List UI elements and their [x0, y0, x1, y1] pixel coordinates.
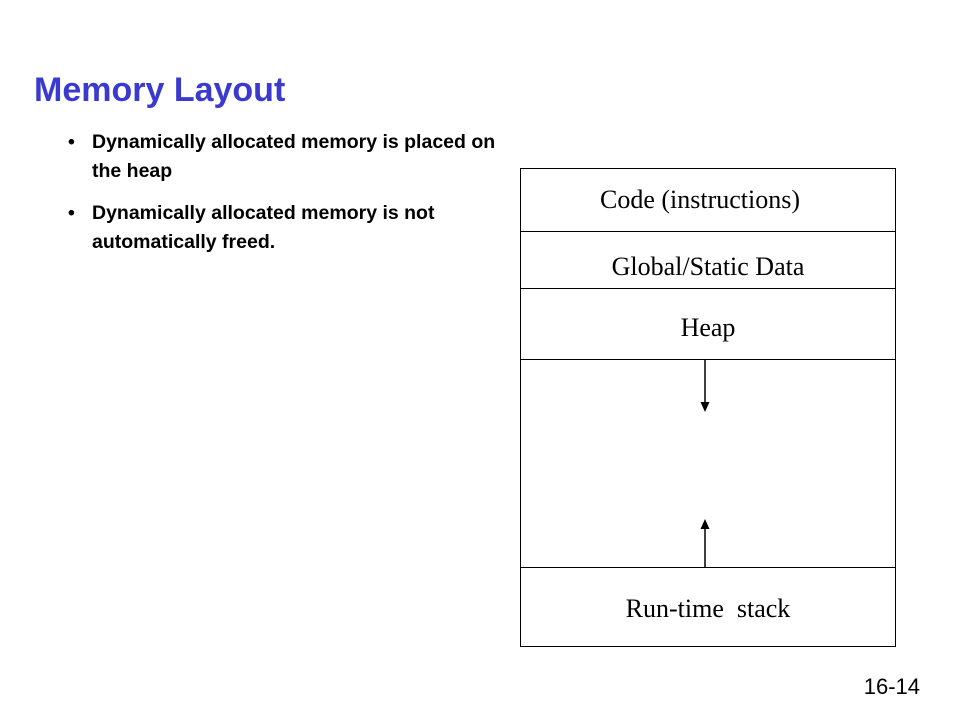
bullet-item: • Dynamically allocated memory is placed… — [68, 128, 498, 186]
heap-segment-label: Heap — [680, 313, 736, 342]
memory-layout-diagram: Code (instructions) Global/Static Data H… — [520, 168, 896, 647]
bullet-list: • Dynamically allocated memory is placed… — [68, 128, 498, 270]
bullet-text: Dynamically allocated memory is not auto… — [92, 202, 435, 253]
bullet-icon: • — [68, 131, 75, 153]
global-static-segment-label: Global/Static Data — [611, 252, 805, 281]
bullet-icon: • — [68, 202, 75, 224]
free-space-segment — [521, 360, 895, 568]
bullet-text: Dynamically allocated memory is placed o… — [92, 131, 496, 182]
bullet-item: • Dynamically allocated memory is not au… — [68, 199, 498, 257]
slide-title: Memory Layout — [34, 71, 286, 109]
runtime-stack-segment-label: Run-time stack — [625, 594, 791, 623]
heap-segment: Heap — [521, 289, 895, 360]
global-static-segment: Global/Static Data — [521, 232, 895, 289]
arrow-up-icon — [700, 519, 710, 567]
slide-number: 16-14 — [863, 674, 920, 699]
code-segment-label: Code (instructions) — [599, 185, 801, 214]
arrow-down-icon — [700, 360, 710, 412]
code-segment: Code (instructions) — [521, 169, 895, 232]
runtime-stack-segment: Run-time stack — [521, 568, 895, 646]
